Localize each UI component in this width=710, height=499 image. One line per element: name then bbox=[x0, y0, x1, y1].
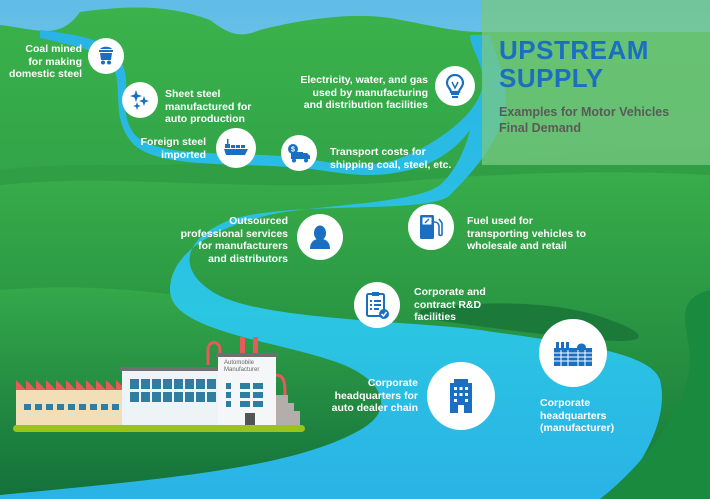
mine-cart-icon bbox=[88, 38, 124, 74]
lightbulb-icon bbox=[435, 66, 475, 106]
fuel-pump-icon bbox=[408, 204, 454, 250]
cargo-ship-icon bbox=[216, 128, 256, 168]
sparkle-icon bbox=[122, 82, 158, 118]
page-subtitle: Examples for Motor Vehicles Final Demand bbox=[499, 105, 670, 135]
person-icon bbox=[297, 214, 343, 260]
automobile-factory-illustration bbox=[13, 337, 305, 432]
factory-building-icon bbox=[539, 319, 607, 387]
svg-text:$: $ bbox=[291, 147, 295, 154]
clipboard-check-icon bbox=[354, 282, 400, 328]
page-title: UPSTREAM SUPPLY bbox=[499, 35, 649, 93]
delivery-truck-icon: $ bbox=[281, 135, 317, 171]
office-building-icon bbox=[427, 362, 495, 430]
factory-sign: Automobile Manufacturer bbox=[224, 360, 260, 373]
title-panel: UPSTREAM SUPPLY Examples for Motor Vehic… bbox=[482, 0, 710, 165]
